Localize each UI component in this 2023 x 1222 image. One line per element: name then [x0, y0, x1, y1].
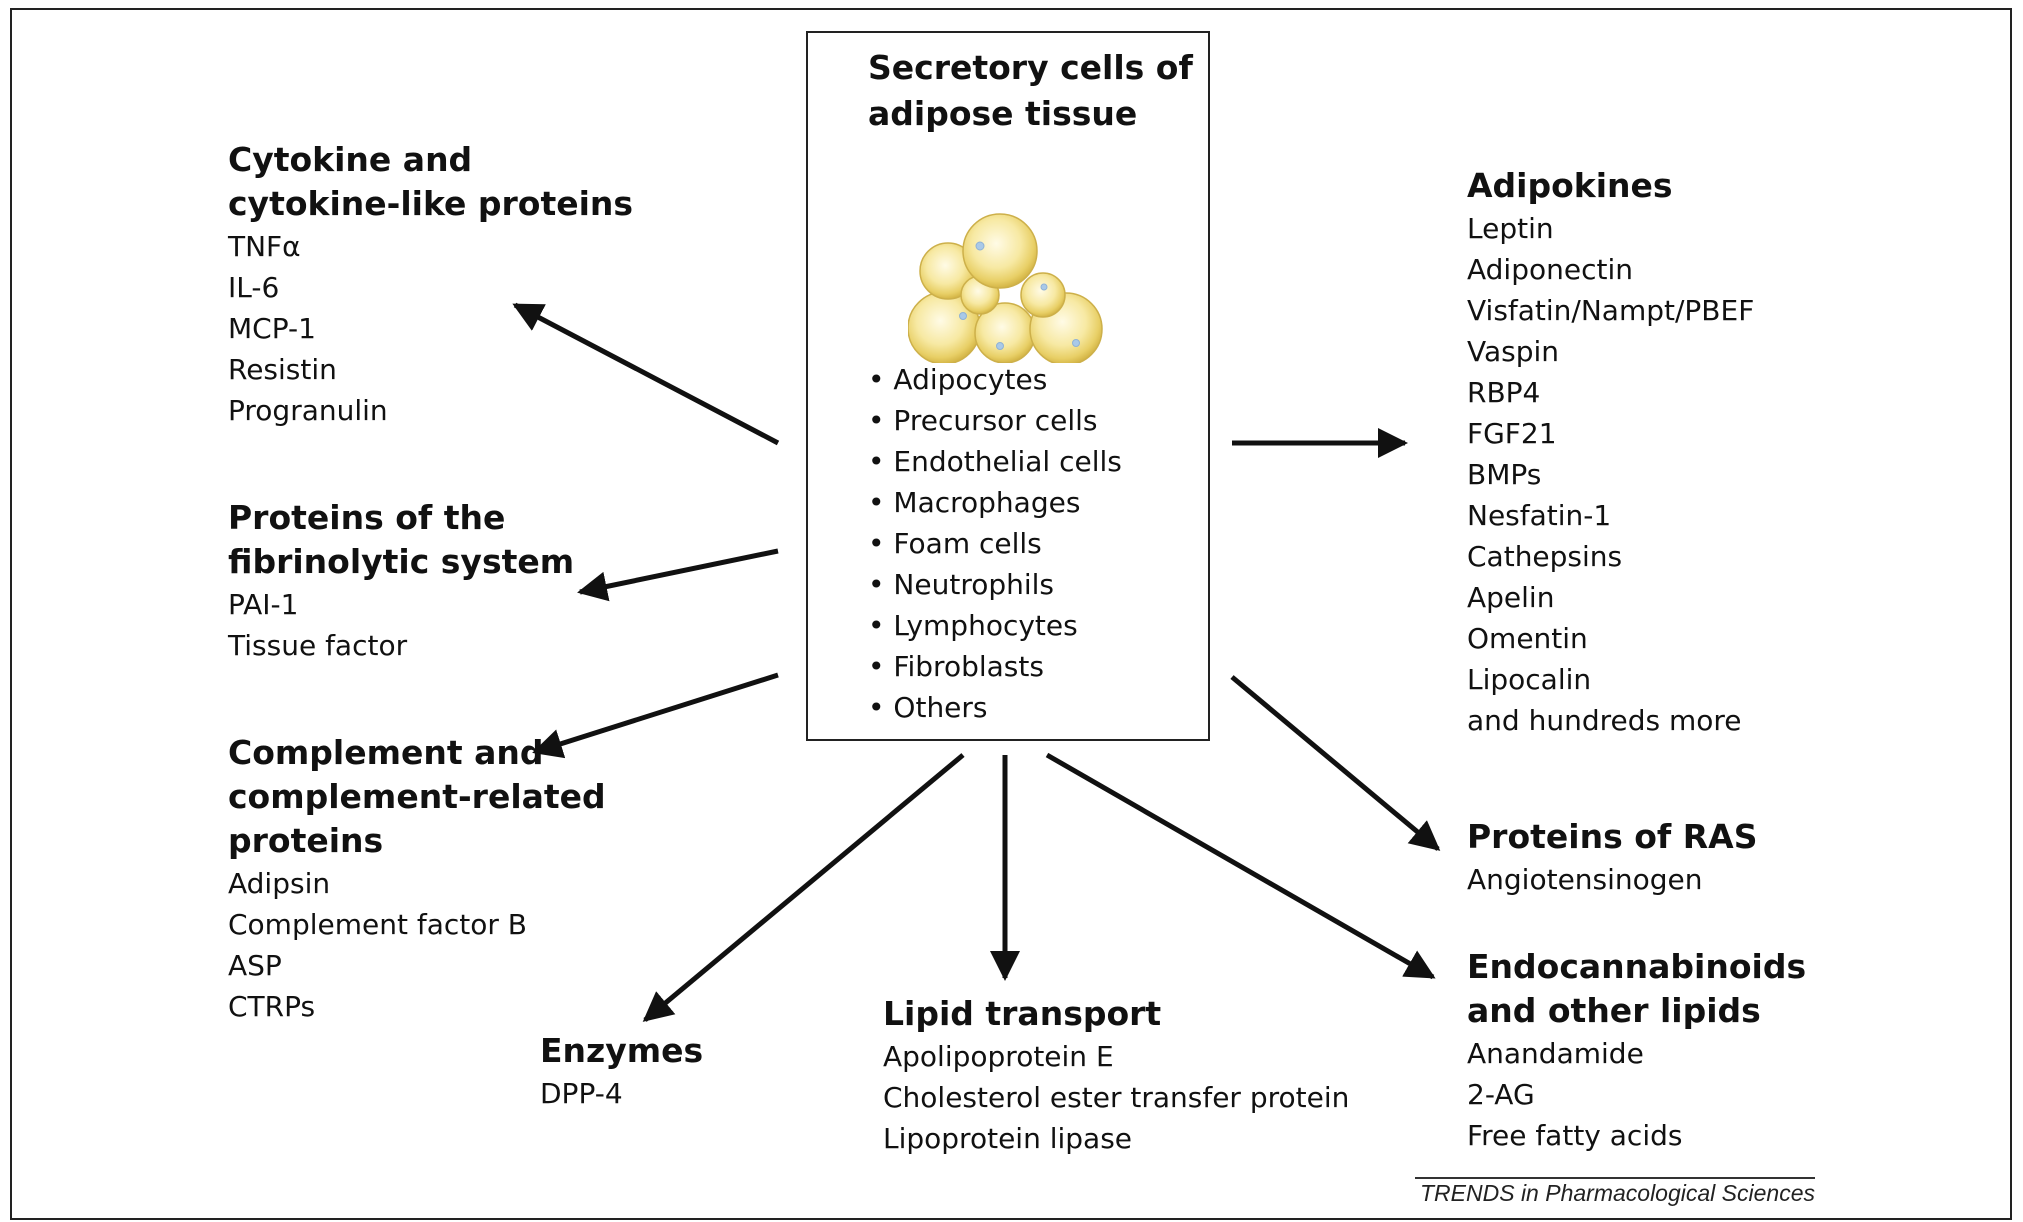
list-item: Lipoprotein lipase [883, 1122, 1133, 1155]
group-ras: Proteins of RAS Angiotensinogen [1467, 815, 1887, 900]
list-item: Adiponectin [1467, 253, 1633, 286]
list-item: Leptin [1467, 212, 1554, 245]
center-title: Secretory cells of adipose tissue [868, 48, 1193, 133]
list-item: Angiotensinogen [1467, 863, 1703, 896]
list-item: Complement factor B [228, 908, 528, 941]
list-item: DPP-4 [540, 1077, 623, 1110]
group-title: Complement and complement-related protei… [228, 733, 606, 860]
list-item: ASP [228, 949, 282, 982]
list-item: Cathepsins [1467, 540, 1623, 573]
list-item: MCP-1 [228, 312, 316, 345]
list-item: Tissue factor [228, 629, 408, 662]
cell-type-item: Fibroblasts [868, 646, 1122, 687]
list-item: Apolipoprotein E [883, 1040, 1114, 1073]
arrow-to-complement [532, 672, 779, 759]
list-item: IL-6 [228, 271, 280, 304]
list-item: Progranulin [228, 394, 388, 427]
list-item: TNFα [228, 230, 301, 263]
cell-type-item: Macrophages [868, 482, 1122, 523]
list-item: Adipsin [228, 867, 331, 900]
list-item: Apelin [1467, 581, 1555, 614]
group-title: Adipokines [1467, 166, 1673, 205]
list-item: Free fatty acids [1467, 1119, 1683, 1152]
list-item: CTRPs [228, 990, 316, 1023]
list-item: Cholesterol ester transfer protein [883, 1081, 1350, 1114]
cell-type-list: AdipocytesPrecursor cellsEndothelial cel… [868, 359, 1122, 728]
cell-type-item: Endothelial cells [868, 441, 1121, 482]
cell-type-item: Precursor cells [868, 400, 1122, 441]
arrow-to-ras [1230, 675, 1441, 851]
adipocyte-cluster-icon [908, 213, 1103, 363]
list-item: RBP4 [1467, 376, 1541, 409]
group-enzymes: Enzymes DPP-4 [540, 1029, 840, 1114]
list-item: Anandamide [1467, 1037, 1644, 1070]
group-title: Cytokine and cytokine-like proteins [228, 140, 634, 223]
group-title: Proteins of the fibrinolytic system [228, 498, 575, 581]
list-item: Resistin [228, 353, 337, 386]
group-lipid-transport: Lipid transport Apolipoprotein E Choleste… [883, 992, 1363, 1159]
list-item: Vaspin [1467, 335, 1560, 368]
list-item: BMPs [1467, 458, 1542, 491]
list-item: FGF21 [1467, 417, 1557, 450]
figure-frame [10, 8, 2012, 1220]
arrow-to-endocannabinoids [1045, 752, 1436, 980]
arrow-to-cytokines [512, 302, 780, 446]
cell-type-item: Lymphocytes [868, 605, 1122, 646]
cell-type-item: Others [868, 687, 1122, 728]
cell-type-item: Adipocytes [868, 359, 1122, 400]
group-title: Endocannabinoids and other lipids [1467, 947, 1807, 1030]
list-item: Nesfatin-1 [1467, 499, 1612, 532]
list-item: and hundreds more [1467, 704, 1742, 737]
group-endocannabinoids: Endocannabinoids and other lipids Ananda… [1467, 945, 1837, 1156]
list-item: Lipocalin [1467, 663, 1592, 696]
list-item: 2-AG [1467, 1078, 1535, 1111]
cell-type-item: Neutrophils [868, 564, 1122, 605]
cell-type-item: Foam cells [868, 523, 1122, 564]
arrow-to-fibrinolytic [577, 548, 779, 602]
arrow-to-enzymes [642, 753, 965, 1022]
group-title: Lipid transport [883, 994, 1162, 1033]
group-title: Enzymes [540, 1031, 704, 1070]
center-box: Secretory cells of adipose tissue [806, 31, 1210, 741]
list-item: Omentin [1467, 622, 1588, 655]
list-item: Visfatin/Nampt/PBEF [1467, 294, 1755, 327]
list-item: PAI-1 [228, 588, 299, 621]
group-complement: Complement and complement-related protei… [228, 731, 728, 1027]
group-cytokines: Cytokine and cytokine-like proteins TNFα… [228, 138, 648, 431]
source-rule [1415, 1177, 1815, 1179]
group-fibrinolytic: Proteins of the fibrinolytic system PAI-… [228, 496, 578, 666]
source-credit: TRENDS in Pharmacological Sciences [1420, 1180, 1815, 1206]
group-title: Proteins of RAS [1467, 817, 1758, 856]
